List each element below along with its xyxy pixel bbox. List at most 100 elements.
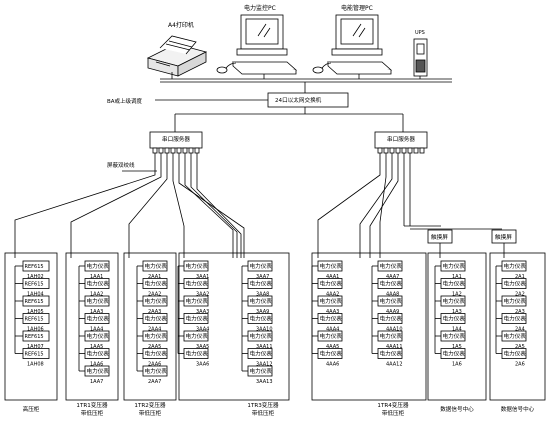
power-meter-label: 电力仪表 <box>186 332 209 340</box>
power-meter-label: 电力仪表 <box>87 315 110 323</box>
cabinet-caption: 带低压柜 <box>252 409 275 417</box>
cabinets: 触摸屏触摸屏REF6151AH02REF6151AH04REF6151AH05R… <box>4 229 546 417</box>
power-meter-label: 电力仪表 <box>443 315 466 323</box>
meter-id: 4AA5 <box>326 344 339 350</box>
top-ethernet-bus <box>160 72 452 93</box>
serial-port <box>182 147 188 154</box>
serial-port <box>419 147 425 154</box>
cabinet-caption: 数据信号中心 <box>501 405 535 413</box>
meter-id: 4AA12 <box>386 362 403 368</box>
meter-id: 2AA1 <box>148 274 161 280</box>
power-meter-label: 电力仪表 <box>443 350 466 358</box>
meter-id: 2AA6 <box>148 362 161 368</box>
power-meter-label: 电力仪表 <box>87 350 110 358</box>
power-meter-label: 电力仪表 <box>504 297 527 305</box>
switch-uplinks <box>174 107 404 132</box>
cabinet-caption: 高压柜 <box>23 405 40 413</box>
power-meter-label: 电力仪表 <box>380 280 403 288</box>
meter-id: 1A2 <box>452 292 462 298</box>
ups-label: UPS <box>415 30 425 36</box>
meter-id: 2AA7 <box>148 379 161 385</box>
power-meter-label: 电力仪表 <box>443 297 466 305</box>
serial-server-2 <box>374 131 428 149</box>
power-meter-label: 电力仪表 <box>145 350 168 358</box>
meter-id: 3AA13 <box>256 379 273 385</box>
relay-label: REF615 <box>25 334 44 340</box>
cable <box>196 153 242 258</box>
meter-id: 2A4 <box>515 327 525 333</box>
printer-label: A4打印机 <box>168 21 194 29</box>
power-meter-label: 电力仪表 <box>380 332 403 340</box>
power-meter-label: 电力仪表 <box>504 280 527 288</box>
serial-port <box>395 147 401 154</box>
cabinet-frame <box>427 252 487 401</box>
meter-id: 1AA4 <box>90 327 103 333</box>
meter-id: 3AA10 <box>256 327 273 333</box>
power-meter-label: 电力仪表 <box>320 262 343 270</box>
cable <box>359 153 393 258</box>
meter-id: 3AA4 <box>196 327 209 333</box>
power-meter-label: 电力仪表 <box>250 332 273 340</box>
serial-port <box>377 147 383 154</box>
serial-server-1-label: 串口服务器 <box>162 135 190 143</box>
serial-port <box>401 147 407 154</box>
serial-port <box>188 147 194 154</box>
meter-id: 3AA7 <box>256 274 269 280</box>
meter-id: 1A4 <box>452 327 462 333</box>
meter-id: 3AA12 <box>256 362 273 368</box>
power-meter-label: 电力仪表 <box>320 315 343 323</box>
power-meter-label: 电力仪表 <box>186 350 209 358</box>
shielded-cables <box>14 153 505 258</box>
power-meter-label: 电力仪表 <box>145 297 168 305</box>
meter-id: 4AA11 <box>386 344 403 350</box>
relay-label: REF615 <box>25 317 44 323</box>
cabinet-frame <box>65 252 119 401</box>
power-meter-label: 电力仪表 <box>145 367 168 375</box>
serial-port <box>158 147 164 154</box>
cable <box>128 153 168 258</box>
power-meter-label: 电力仪表 <box>145 280 168 288</box>
power-meter-label: 电力仪表 <box>87 262 110 270</box>
cabinet-caption: 带低压柜 <box>81 409 104 417</box>
touch-screen-label: 触摸屏 <box>431 233 448 241</box>
monitor-pc-icon <box>216 14 298 75</box>
power-meter-label: 电力仪表 <box>380 350 403 358</box>
cable <box>178 153 245 258</box>
ups-icon <box>413 38 428 77</box>
meter-id: 1A3 <box>452 309 462 315</box>
relay-label: REF615 <box>25 299 44 305</box>
serial-port <box>383 147 389 154</box>
cabinet-caption: 带低压柜 <box>139 409 162 417</box>
meter-id: 4AA3 <box>326 309 339 315</box>
meter-id: 2AA3 <box>148 309 161 315</box>
power-meter-label: 电力仪表 <box>380 297 403 305</box>
cabinet-caption: 数据信号中心 <box>440 405 474 413</box>
meter-id: 3AA6 <box>196 362 209 368</box>
cabinet-frame <box>4 252 58 401</box>
meter-id: 4AA10 <box>386 327 403 333</box>
serial-port <box>164 147 170 154</box>
cable <box>14 153 156 258</box>
power-meter-label: 电力仪表 <box>504 262 527 270</box>
meter-id: 3AA3 <box>196 309 209 315</box>
power-meter-label: 电力仪表 <box>145 332 168 340</box>
meter-id: 1AA3 <box>90 309 103 315</box>
relay-id: 1AH08 <box>27 362 44 368</box>
power-meter-label: 电力仪表 <box>87 367 110 375</box>
meter-id: 4AA8 <box>386 292 399 298</box>
meter-id: 4AA6 <box>326 362 339 368</box>
power-meter-label: 电力仪表 <box>504 315 527 323</box>
cable <box>184 153 234 258</box>
meter-id: 3AA1 <box>196 274 209 280</box>
power-meter-label: 电力仪表 <box>250 367 273 375</box>
serial-port <box>170 147 176 154</box>
meter-id: 2A1 <box>515 274 525 280</box>
meter-id: 3AA2 <box>196 292 209 298</box>
serial-port <box>413 147 419 154</box>
meter-id: 4AA9 <box>386 309 399 315</box>
meter-id: 4AA7 <box>386 274 399 280</box>
power-meter-label: 电力仪表 <box>443 332 466 340</box>
cable <box>70 153 162 258</box>
relay-id: 1AH07 <box>27 344 44 350</box>
